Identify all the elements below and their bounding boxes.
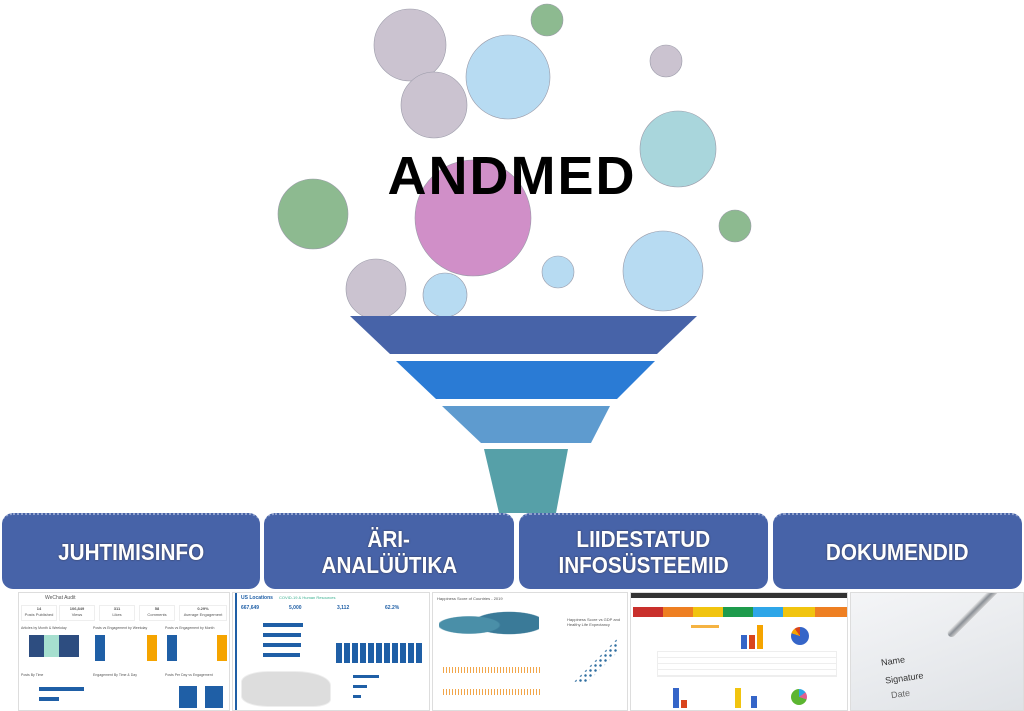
bubble — [718, 209, 752, 243]
dashboard-title: WeChat Audit — [45, 595, 76, 601]
bar — [757, 625, 763, 649]
bubble — [345, 258, 407, 320]
panel-title: Posts By Time — [21, 673, 44, 677]
bar — [749, 635, 755, 649]
funnel-layer-1 — [350, 316, 697, 354]
category-label-line2: ANALÜÜTIKA — [321, 552, 457, 578]
pie-chart — [791, 689, 807, 705]
category-label-line1: LIIDESTATUD — [576, 525, 711, 552]
kpi: 3,112 — [337, 605, 350, 611]
world-map — [439, 605, 539, 645]
category-label-line1: ÄRI- — [367, 525, 411, 552]
scatter-plot — [573, 638, 618, 683]
bar — [179, 686, 197, 708]
bubble — [622, 230, 704, 312]
diagram-title: ANDMED — [387, 146, 637, 206]
category-juhtimisinfo: JUHTIMISINFO — [2, 513, 260, 589]
pen-icon — [946, 593, 1023, 639]
kpi: 5,000 — [289, 605, 302, 611]
bubble — [530, 3, 564, 37]
panel-title: Posts Per Day vs Engagement — [165, 673, 213, 677]
category-dokumendid: DOKUMENDID — [773, 513, 1022, 589]
toolbar — [631, 593, 847, 598]
panel-title: Engagement By Time & Day — [93, 673, 137, 677]
category-arianaluutika: ÄRI- ANALÜÜTIKA — [264, 513, 514, 589]
scatter-title: Happiness Score vs GDP and Healthy Life … — [567, 617, 621, 627]
bar — [39, 687, 84, 691]
bar — [263, 633, 301, 637]
heatmap — [29, 635, 79, 657]
us-map — [241, 671, 331, 707]
funnel-layer-4 — [484, 449, 568, 513]
bar — [95, 635, 105, 661]
category-label: DOKUMENDID — [826, 538, 969, 565]
bar — [205, 686, 223, 708]
bar — [673, 688, 679, 708]
data-tables — [657, 651, 837, 677]
bubble — [414, 159, 532, 277]
category-label-line2: INFOSÜSTEEMID — [558, 552, 729, 578]
bar — [217, 635, 227, 661]
bar — [735, 688, 741, 708]
bar — [263, 623, 303, 627]
bar — [167, 635, 177, 661]
line-charts — [441, 657, 541, 701]
dashboard-title: Happiness Score of Countries - 2019 — [437, 596, 503, 601]
bar — [353, 695, 361, 698]
bar — [353, 675, 379, 678]
kpi: 62.2% — [385, 605, 400, 611]
bubble — [277, 178, 349, 250]
accent-line — [235, 593, 237, 710]
category-liidestatud-infosusteemid: LIIDESTATUD INFOSÜSTEEMID — [519, 513, 768, 589]
funnel — [350, 316, 697, 513]
kpi: 0.29%Average Engagement — [179, 605, 227, 621]
kpi: 667,649 — [241, 605, 260, 611]
panel-title: Articles by Month & Weekday — [21, 626, 67, 630]
bubble — [422, 272, 468, 318]
field-date: Date — [890, 687, 911, 701]
bubble — [400, 71, 468, 139]
bar — [681, 700, 687, 708]
bubble — [541, 255, 575, 289]
thumbnail-happiness-dashboard: Happiness Score of Countries - 2019 Happ… — [432, 592, 628, 711]
panel-title: Posts vs Engagement by Month — [165, 626, 215, 630]
bar — [263, 643, 301, 647]
thumbnail-document-signing: Name Signature Date — [850, 592, 1024, 711]
thumbnail-us-locations-dashboard: US Locations COVID-19 & Human Resources … — [232, 592, 430, 711]
bar — [741, 635, 747, 649]
pie-chart — [791, 627, 809, 645]
funnel-layer-2 — [396, 361, 655, 399]
status-tiles — [633, 607, 847, 617]
dashboard-subtitle: COVID-19 & Human Resources — [279, 595, 336, 600]
field-name: Name — [880, 654, 906, 668]
bubble — [639, 110, 717, 188]
bubble — [373, 8, 447, 82]
bar — [147, 635, 157, 661]
category-label: JUHTIMISINFO — [57, 538, 205, 565]
bar — [353, 685, 367, 688]
panel-title: Posts vs Engagement by Weekday — [93, 626, 148, 630]
bar — [691, 625, 719, 628]
bubble — [649, 44, 683, 78]
bar — [263, 653, 300, 657]
bar — [751, 696, 757, 708]
thumbnail-integrated-systems-dashboard — [630, 592, 848, 711]
bubble — [465, 34, 551, 120]
funnel-layer-3 — [442, 406, 610, 443]
field-signature: Signature — [884, 670, 925, 686]
bar-chart — [336, 643, 422, 663]
bar — [39, 697, 59, 701]
dashboard-title: US Locations — [241, 595, 273, 601]
data-bubbles — [277, 3, 752, 320]
